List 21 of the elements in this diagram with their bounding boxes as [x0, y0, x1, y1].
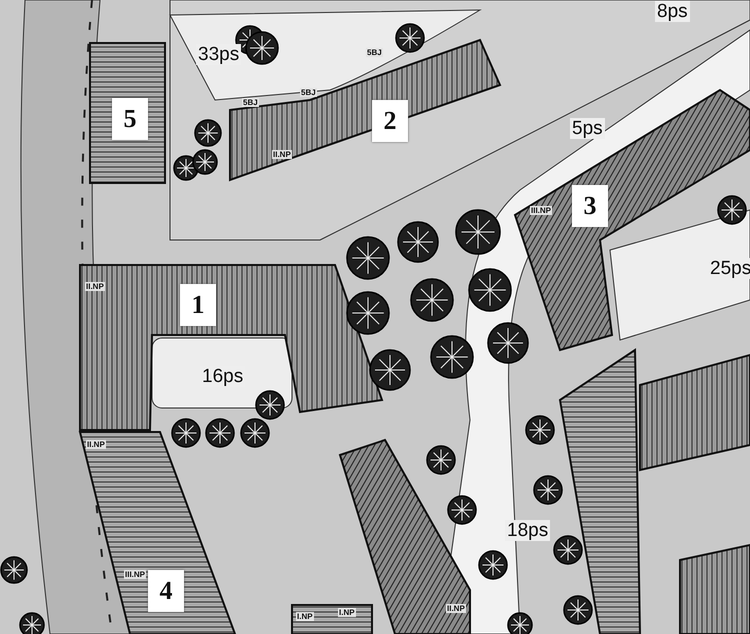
building-floors-label: III.NP [530, 206, 552, 215]
parking-count: 8ps [655, 1, 690, 22]
building-floors-label: 5BJ [242, 98, 259, 107]
callout-number: 2 [372, 100, 408, 142]
callout-number: 5 [112, 98, 148, 140]
building-floors-label: II.NP [272, 150, 292, 159]
parking-count: 5ps [570, 118, 605, 139]
building-floors-label: II.NP [446, 604, 466, 613]
callout-number: 3 [572, 185, 608, 227]
building-floors-label: I.NP [338, 608, 356, 617]
callout-number: 4 [148, 570, 184, 612]
building-floors-label: I.NP [296, 612, 314, 621]
building-floors-label: II.NP [86, 440, 106, 449]
building-floors-label: 5BJ [300, 88, 317, 97]
callout-number: 1 [180, 284, 216, 326]
building-floors-label: II.NP [85, 282, 105, 291]
building-floors-label: 5BJ [366, 48, 383, 57]
parking-count: 18ps [505, 520, 550, 541]
building-floors-label: III.NP [124, 570, 146, 579]
parking-count: 33ps [196, 44, 242, 65]
parking-count: 16ps [200, 366, 246, 387]
